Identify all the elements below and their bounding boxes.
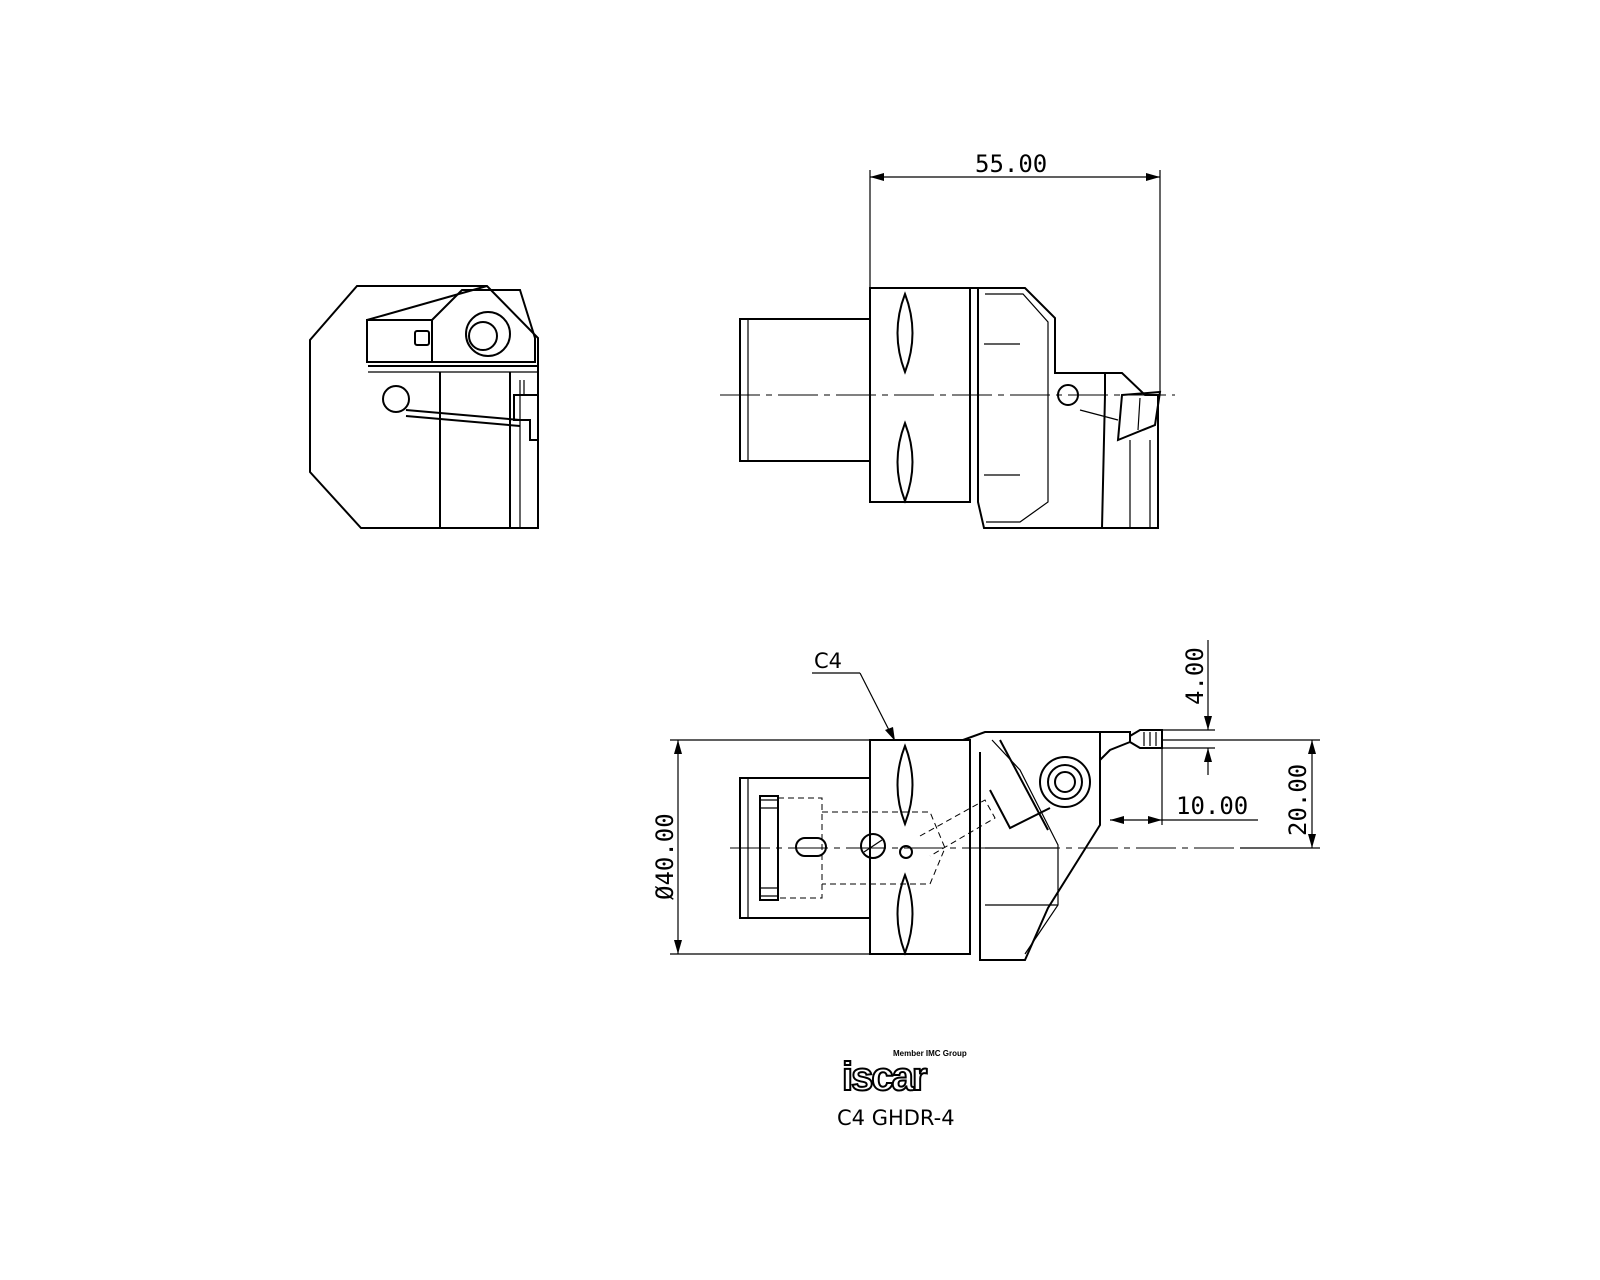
side-view-shank [739, 318, 871, 462]
logo-tagline: Member IMC Group [893, 1049, 967, 1058]
top-view: Ø40.00 4.00 10.00 20.00 C4 [651, 640, 1320, 961]
dim-height-arrow-bottom [1204, 748, 1212, 762]
side-view-flange [869, 287, 971, 503]
dim-center-arrow-bottom [1308, 834, 1316, 848]
logo-wordmark: iscar [842, 1055, 927, 1099]
end-view-outline [309, 285, 539, 529]
top-view-coolant-hidden [919, 799, 996, 857]
end-view-wedge [431, 289, 536, 363]
callout-leader [859, 672, 893, 737]
end-view-coolant-hole [382, 385, 410, 413]
callout-arrow [885, 727, 895, 741]
top-view-clamp-diagonal [999, 739, 1049, 831]
part-number: C4 GHDR-4 [837, 1106, 955, 1130]
end-view-bevel-line [366, 285, 488, 321]
side-view-head [970, 287, 1106, 529]
top-view-head-bevel [991, 739, 1059, 955]
top-view-flange [869, 739, 971, 955]
top-view-shank-grooves [759, 795, 779, 901]
side-view-insert [1116, 390, 1162, 442]
logo: Member IMC Group iscar [841, 1049, 967, 1100]
dim-insert-arrow-right [1148, 816, 1162, 824]
top-view-screw-center [860, 833, 886, 859]
side-view-head-bevel [985, 293, 1049, 523]
end-view-square-hole [414, 330, 430, 346]
end-view-clamp-block [366, 319, 433, 363]
side-view-coolant-hole [1057, 384, 1079, 406]
side-view-coolant-jet [1079, 409, 1119, 421]
top-view-blade [1099, 731, 1131, 761]
dim-diameter-arrow-top [674, 740, 682, 754]
end-view-coolant-channel-2 [405, 415, 521, 427]
top-view-bore-hidden-2 [822, 811, 946, 885]
callout-label: C4 [814, 649, 842, 673]
top-view-flange-slot-bottom [896, 872, 914, 956]
side-view-blade [1102, 372, 1159, 529]
dim-insert-text: 10.00 [1176, 792, 1248, 820]
dim-insert-arrow-left [1110, 816, 1124, 824]
top-view-clamp-screw-mid [1047, 764, 1083, 800]
dim-diameter-text: Ø40.00 [651, 813, 679, 900]
dim-length-text: 55.00 [975, 150, 1047, 178]
side-view-flange-slot-bottom [896, 420, 914, 504]
end-view-screw-inner [468, 321, 498, 351]
end-view-coolant-channel [405, 409, 521, 421]
dim-height-text: 4.00 [1181, 647, 1209, 705]
dim-length-arrow-right [1146, 173, 1160, 181]
side-view: 55.00 [720, 150, 1175, 529]
dim-diameter-arrow-bottom [674, 940, 682, 954]
dim-length-arrow-left [870, 173, 884, 181]
top-view-bore-hidden [778, 797, 823, 899]
side-view-insert-edge [1137, 397, 1141, 431]
top-view-flange-slot-top [896, 743, 914, 827]
dim-center-text: 20.00 [1284, 764, 1312, 836]
end-view-screw-outer [465, 311, 511, 357]
top-view-clamp-screw-outer [1039, 756, 1091, 808]
end-view-blade-tip [513, 394, 539, 441]
top-view-clamp-screw-inner [1054, 771, 1076, 793]
top-view-head [962, 731, 1101, 961]
dim-center-arrow-top [1308, 740, 1316, 754]
top-view-coolant-port [899, 845, 913, 859]
side-view-flange-slot-top [896, 291, 914, 375]
top-view-screw-left [795, 837, 827, 857]
top-view-screw-slot [863, 839, 883, 853]
top-view-insert [1129, 729, 1163, 749]
end-view [309, 285, 539, 529]
dim-height-arrow-top [1204, 716, 1212, 730]
top-view-clamp-wedge [989, 789, 1051, 830]
